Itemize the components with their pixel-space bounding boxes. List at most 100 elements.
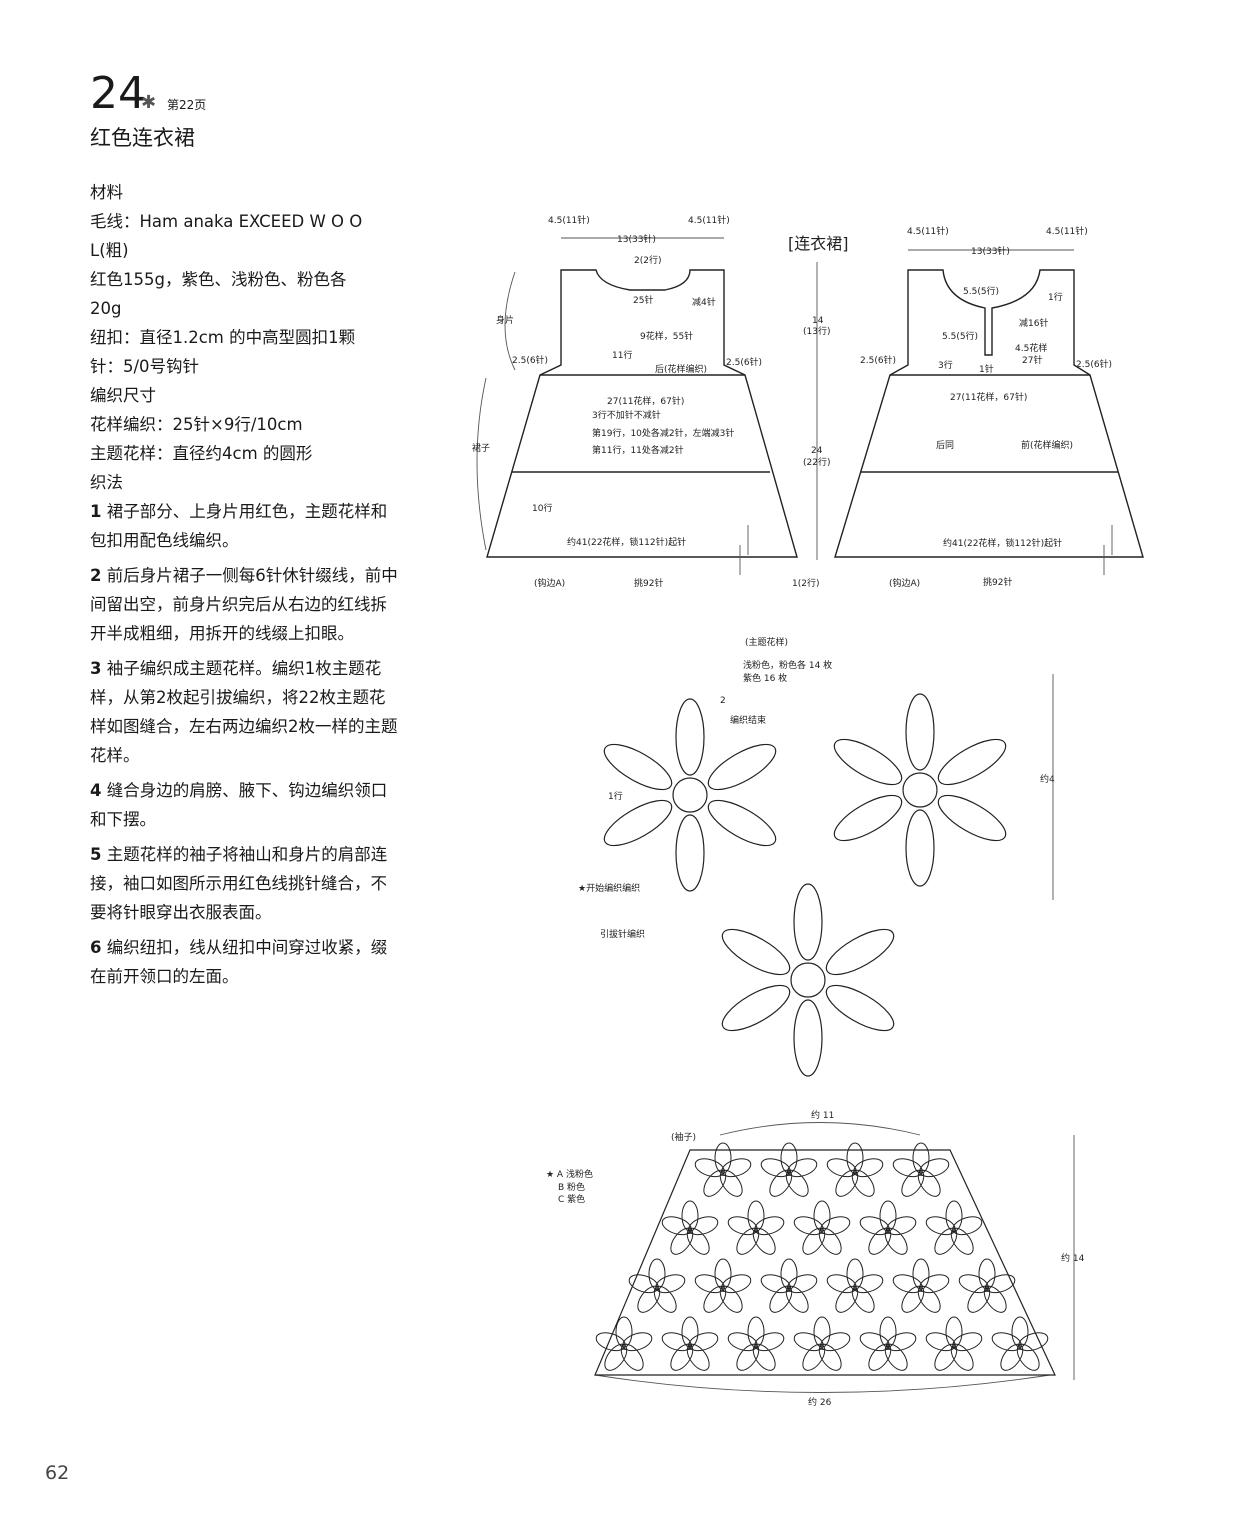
sleeve-motif: A	[727, 1200, 785, 1255]
sleeve-petal	[952, 1216, 983, 1236]
page-reference: 第22页	[167, 98, 207, 112]
sleeve-bottom-dim	[594, 1374, 1051, 1393]
sleeve-motif-color: A	[852, 1169, 859, 1179]
yarn-line-1: 毛线：Ham anaka EXCEED W O O L(粗)	[90, 212, 363, 260]
sleeve-petal	[785, 1169, 809, 1197]
sleeve-motif: C	[793, 1316, 851, 1371]
sleeve-petal	[754, 1332, 785, 1352]
sleeve-petal	[721, 1158, 752, 1178]
sleeve-motif-color: A	[753, 1227, 760, 1237]
sleeve-motif-color: C	[918, 1285, 924, 1295]
front-neck-2: 5.5(5行)	[942, 330, 978, 342]
sleeve-petal	[912, 1258, 930, 1290]
sleeve-petal	[615, 1316, 633, 1348]
sleeve-petal	[950, 1227, 974, 1255]
sleeve-petal	[1011, 1316, 1029, 1348]
sleeve-petal	[868, 1227, 892, 1255]
sleeve-petal	[628, 1274, 659, 1294]
front-neck-width: 13(33针)	[971, 245, 1010, 257]
motif-colors-1: 浅粉色，粉色各 14 枚	[743, 659, 832, 671]
sleeve-petal	[851, 1285, 875, 1313]
sleeve-petal	[851, 1169, 875, 1197]
sleeve-petal	[703, 1285, 727, 1313]
sleeve-petal	[793, 1332, 824, 1352]
hem-rows: 10行	[532, 502, 552, 514]
sleeve-petal	[919, 1274, 950, 1294]
sleeve-petal	[892, 1158, 923, 1178]
motif-flowers	[603, 693, 1007, 1077]
front-3rows: 3行	[938, 359, 953, 371]
method-heading: 织法	[90, 473, 123, 492]
sleeve-motif-color: A	[654, 1285, 661, 1295]
sleeve-petal	[950, 1343, 974, 1371]
back-hem: 约41(22花样，锁112针)起针	[567, 536, 686, 548]
sleeve-petal	[919, 1158, 950, 1178]
yarn-line-2: 红色155g，紫色、浅粉色、粉色各	[90, 270, 347, 289]
page-number: 62	[45, 1462, 70, 1484]
sleeve-petal	[694, 1274, 725, 1294]
sleeve-petal	[752, 1227, 776, 1255]
motif-label-2: 2	[720, 696, 726, 706]
step-5: 5 主题花样的袖子将袖山和身片的肩部连接，袖口如图所示用红色线挑针缝合，不要将针…	[90, 840, 400, 927]
sleeve-legend-c: C 紫色	[558, 1193, 585, 1205]
sleeve-petal	[859, 1332, 890, 1352]
sleeve-motif-color: B	[786, 1285, 792, 1295]
instructions-column: 材料 毛线：Ham anaka EXCEED W O O L(粗) 红色155g…	[90, 178, 400, 997]
sleeve-motif: B	[958, 1258, 1016, 1313]
sleeve-petal	[978, 1258, 996, 1290]
sleeve-motif-color: C	[918, 1169, 924, 1179]
back-pick: 挑92针	[634, 577, 663, 589]
sleeve-petal	[868, 1343, 892, 1371]
sleeve-petal	[754, 1216, 785, 1236]
sleeve-petal	[991, 1332, 1022, 1352]
sleeve-petal	[747, 1316, 765, 1348]
sleeve-petal	[727, 1332, 758, 1352]
sleeve-height: 约 14	[1061, 1252, 1085, 1264]
sleeve-motif-color: B	[984, 1285, 990, 1295]
motif-label-slip: 引拔针编织	[600, 928, 645, 940]
sleeve-petal	[719, 1285, 743, 1313]
page-title: 红色连衣裙	[90, 126, 195, 150]
sleeve-petal	[945, 1200, 963, 1232]
bodice-label: 身片	[496, 314, 514, 326]
step-text: 主题花样的袖子将袖山和身片的肩部连接，袖口如图所示用红色线挑针缝合，不要将针眼穿…	[90, 845, 388, 922]
button-spec: 纽扣：直径1.2cm 的中高型圆扣1颗	[90, 328, 356, 347]
sleeve-petal	[813, 1316, 831, 1348]
back-shoulder-left: 4.5(11针)	[548, 214, 590, 226]
skirt-label: 裙子	[472, 442, 490, 454]
sleeve-petal	[787, 1158, 818, 1178]
sleeve-petal	[637, 1285, 661, 1313]
sleeve-motif: B	[859, 1316, 917, 1371]
center-height-1: 14	[812, 316, 824, 326]
sleeve-petal	[661, 1332, 692, 1352]
bodice-brace	[504, 271, 516, 371]
sleeve-petal	[769, 1285, 793, 1313]
needle-spec: 针：5/0号钩针	[90, 357, 200, 376]
sleeve-motif-color: C	[1017, 1343, 1023, 1353]
sleeve-motif-color: A	[951, 1227, 958, 1237]
sleeve-petal	[901, 1169, 925, 1197]
sleeve-petal	[1018, 1332, 1049, 1352]
sleeve-petal	[719, 1169, 743, 1197]
sleeve-motif-color: B	[687, 1343, 693, 1353]
front-dec: 减16针	[1019, 317, 1048, 329]
step-text: 前后身片裙子一侧每6针休针缀线，前中间留出空，前身片织完后从右边的红线拆开半成粗…	[90, 566, 398, 643]
sleeve-petal	[670, 1343, 694, 1371]
step-text: 袖子编织成主题花样。编织1枚主题花样，从第2枚起引拔编织，将22枚主题花样如图缝…	[90, 659, 398, 765]
sleeve-top-width: 约 11	[811, 1109, 834, 1121]
sleeve-petal	[688, 1216, 719, 1236]
sleeve-motif-color: C	[720, 1169, 726, 1179]
sleeve-motif-color: C	[819, 1343, 825, 1353]
sleeve-legend-b: B 粉色	[558, 1181, 585, 1193]
sleeve-petal	[793, 1216, 824, 1236]
sleeve-petal	[925, 1332, 956, 1352]
back-armhole-right: 2.5(6针)	[726, 356, 762, 368]
flower-star-icon: ✱	[141, 92, 157, 113]
sleeve-petal	[835, 1169, 859, 1197]
sleeve-title: (袖子)	[671, 1131, 696, 1143]
sleeve-petal	[661, 1216, 692, 1236]
sleeve-petal	[714, 1258, 732, 1290]
center-height-2b: (22行)	[803, 456, 830, 468]
back-note-3: 第11行，11处各减2针	[592, 444, 684, 456]
motif-label-start: ★开始编织编织	[578, 882, 640, 894]
